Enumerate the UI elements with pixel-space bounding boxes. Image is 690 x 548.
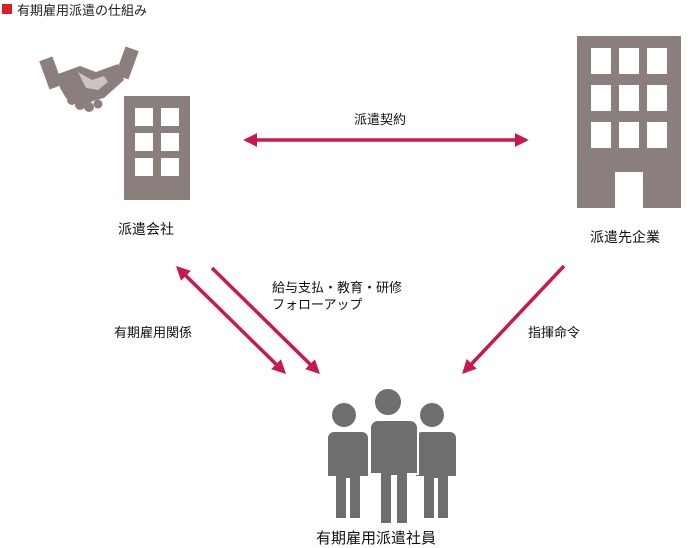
employee-label: 有期雇用派遣社員 — [316, 529, 437, 547]
dispatch-company-label: 派遣会社 — [118, 222, 174, 238]
employment-label: 有期雇用関係 — [114, 326, 193, 341]
command-arrow — [462, 264, 566, 375]
employees-group-icon — [326, 387, 456, 525]
support-label-line2: フォローアップ — [272, 298, 363, 313]
employment-arrow — [176, 266, 286, 374]
title-marker-icon — [2, 4, 12, 14]
figure-title: 有期雇用派遣の仕組み — [2, 0, 148, 19]
command-label: 指揮命令 — [528, 326, 581, 341]
support-arrow — [210, 266, 320, 374]
dispatch-company-building-icon — [124, 96, 190, 200]
client-company-label: 派遣先企業 — [590, 230, 660, 246]
figure-title-text: 有期雇用派遣の仕組み — [17, 3, 148, 19]
client-company-building-icon — [577, 36, 681, 208]
contract-label: 派遣契約 — [354, 113, 407, 128]
handshake-icon — [39, 46, 139, 112]
support-label-line1: 給与支払・教育・研修 — [272, 281, 403, 296]
